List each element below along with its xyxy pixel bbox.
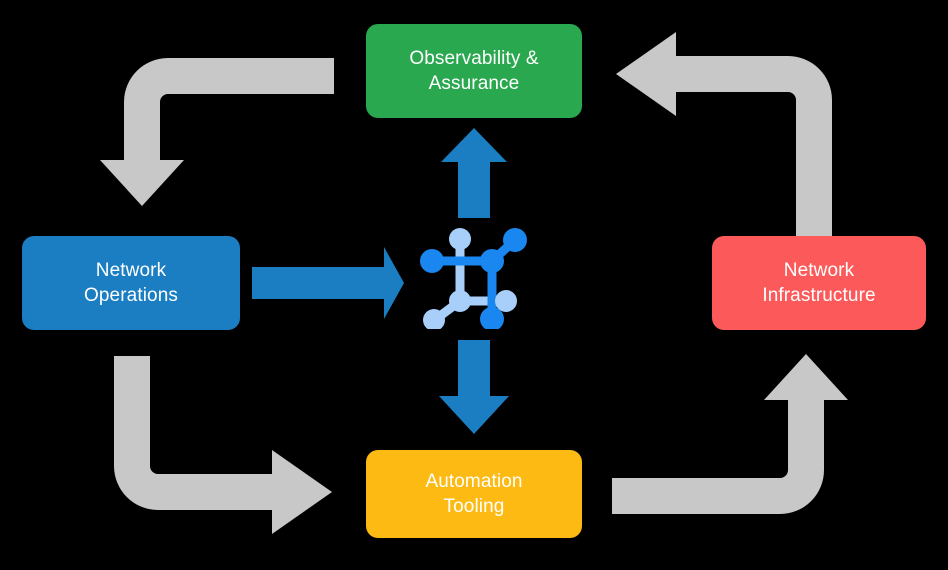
node-box-network-infrastructure[interactable]: Network Infrastructure — [712, 236, 926, 330]
gray-elbow-arrow-up-left — [616, 32, 832, 258]
gray-elbow-arrow-right-up — [612, 354, 848, 514]
node-box-observability[interactable]: Observability & Assurance — [366, 24, 582, 118]
gray-elbow-arrow-down-right — [114, 356, 332, 534]
topology-node-bottom — [480, 307, 504, 331]
node-label-automation-tooling: Automation Tooling — [425, 470, 523, 517]
topology-node-right-mid — [495, 290, 517, 312]
node-box-network-operations[interactable]: Network Operations — [22, 236, 240, 330]
blue-arrow-down — [439, 340, 509, 434]
blue-arrow-right — [252, 247, 404, 319]
network-topology-icon — [420, 219, 530, 331]
blue-arrow-up — [441, 128, 507, 218]
gray-elbow-arrow-down-left — [100, 58, 334, 206]
topology-node-mid-left — [449, 290, 471, 312]
topology-node-bottom-left — [423, 309, 445, 331]
node-label-network-infrastructure: Network Infrastructure — [762, 259, 876, 306]
node-label-observability: Observability & Assurance — [409, 47, 539, 94]
topology-node-center — [480, 249, 504, 273]
topology-node-left — [420, 249, 444, 273]
node-box-automation-tooling[interactable]: Automation Tooling — [366, 450, 582, 538]
topology-node-top-left — [449, 228, 471, 250]
node-label-network-operations: Network Operations — [84, 259, 178, 306]
topology-node-top-right — [503, 228, 527, 252]
